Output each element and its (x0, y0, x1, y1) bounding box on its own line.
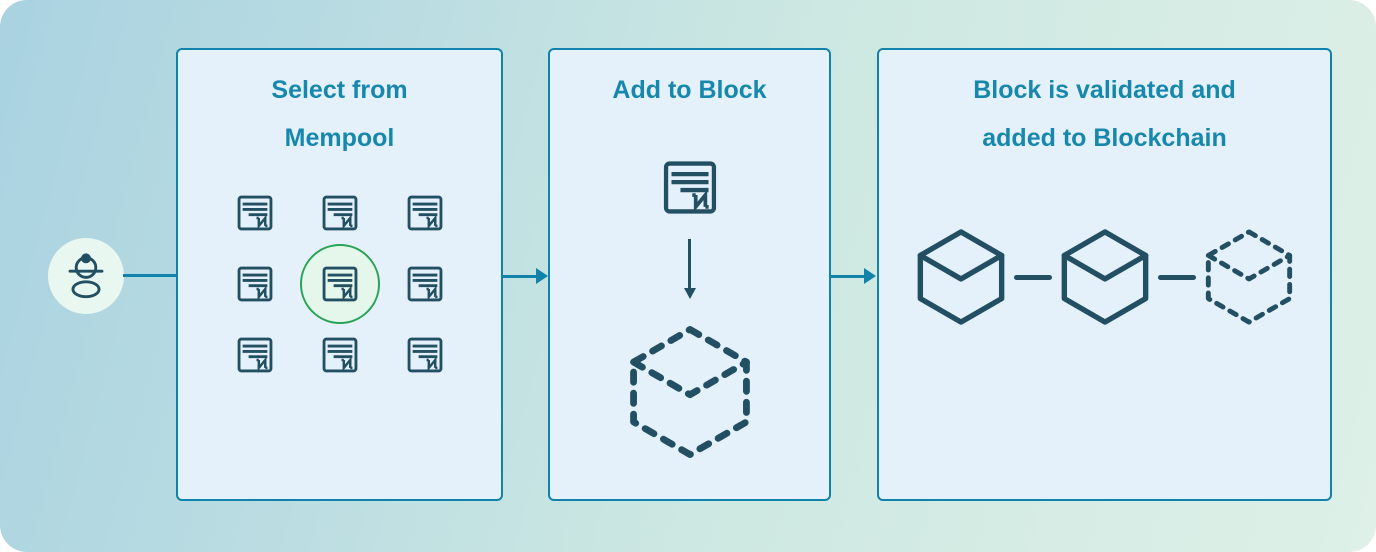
panel-title-line: added to Blockchain (982, 124, 1227, 152)
panel-title-line: Mempool (284, 124, 395, 152)
transaction-icon (321, 194, 359, 232)
dashed-block-cube-icon (1200, 228, 1298, 326)
miner-icon (59, 249, 113, 303)
panel-title-line: Select from (271, 76, 408, 104)
block-cube-icon (1056, 228, 1154, 326)
transaction-icon (236, 265, 274, 303)
arrow-head (864, 268, 876, 284)
mempool-grid (236, 194, 444, 374)
arrow-shaft (830, 274, 866, 278)
transaction-icon (236, 336, 274, 374)
blockchain-chain (879, 228, 1330, 326)
arrow-head (536, 268, 548, 284)
arrow-shaft (502, 274, 538, 278)
block-cube-icon (912, 228, 1010, 326)
transaction-icon (321, 336, 359, 374)
panel-title-line: Block is validated and (973, 76, 1236, 104)
transaction-icon (406, 336, 444, 374)
panel-add-to-block: Add to Block (548, 48, 831, 501)
transaction-icon (236, 194, 274, 232)
transaction-icon (406, 194, 444, 232)
panel-title: Block is validated and added to Blockcha… (879, 50, 1330, 162)
arrow-shaft (688, 239, 691, 289)
transaction-icon-selected (321, 265, 359, 303)
panel-title: Add to Block (550, 50, 829, 114)
miner-avatar (48, 238, 124, 314)
panel-title-line: Add to Block (612, 76, 767, 104)
transaction-icon (406, 265, 444, 303)
chain-link (1157, 274, 1196, 280)
panel-block-validated: Block is validated and added to Blockcha… (877, 48, 1332, 501)
arrow-down-icon (683, 239, 696, 299)
chain-link (1013, 274, 1052, 280)
transaction-note-icon (661, 159, 718, 216)
miner-connector-line (123, 274, 177, 277)
arrow-head (683, 288, 696, 299)
dashed-block-cube-icon (622, 324, 758, 460)
panel-title: Select from Mempool (178, 50, 501, 162)
panel-select-from-mempool: Select from Mempool (176, 48, 503, 501)
